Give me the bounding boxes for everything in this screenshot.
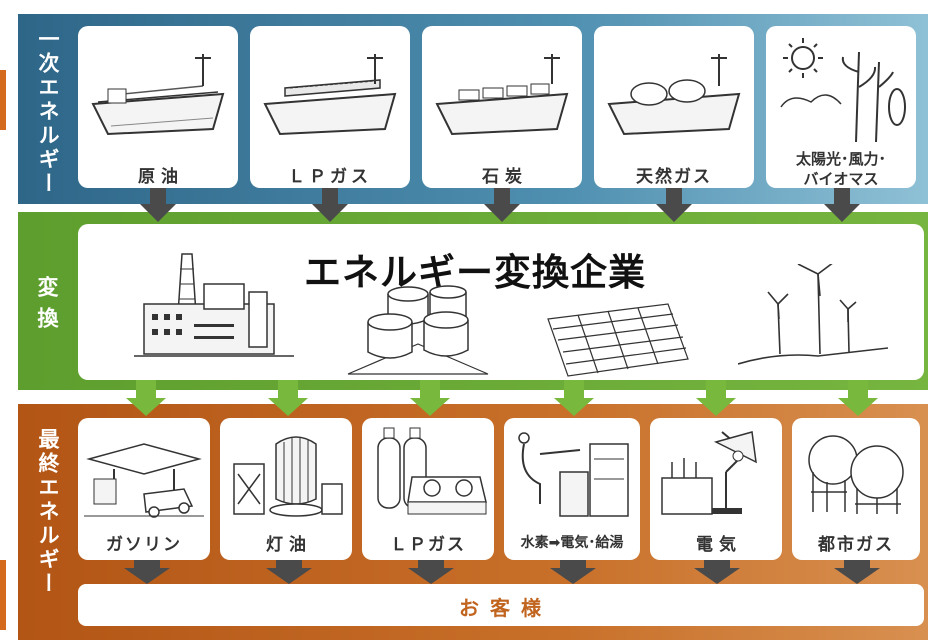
final-card-electricity: 電 気 bbox=[650, 418, 782, 560]
wind-turbine-icon bbox=[738, 264, 888, 365]
down-arrow bbox=[834, 560, 880, 584]
hydrogen-fuel-cell-icon bbox=[518, 432, 629, 517]
primary-label-renewables-line2: バイオマス bbox=[803, 170, 879, 188]
electricity-lamp-icon bbox=[661, 431, 757, 515]
crude-oil-tanker-icon bbox=[91, 54, 225, 136]
solar-panel-icon bbox=[547, 303, 689, 377]
final-label-city-gas: 都市ガス bbox=[818, 535, 894, 555]
final-label-gasoline: ガソリン bbox=[106, 535, 182, 555]
down-arrow bbox=[838, 380, 878, 416]
final-card-gasoline: ガソリン bbox=[78, 418, 210, 560]
down-arrow bbox=[410, 380, 450, 416]
final-card-kerosene: 灯 油 bbox=[220, 418, 352, 560]
coal-ship-icon bbox=[435, 54, 569, 136]
down-arrow bbox=[140, 188, 176, 222]
primary-label-coal: 石 炭 bbox=[482, 167, 522, 187]
down-arrow bbox=[696, 380, 736, 416]
down-arrow bbox=[694, 560, 740, 584]
lng-tanker-icon bbox=[607, 54, 741, 136]
primary-energy-label: 一次エネルギー bbox=[36, 28, 60, 196]
final-label-electricity: 電 気 bbox=[696, 535, 736, 555]
conversion-label: 変換 bbox=[35, 276, 59, 338]
primary-label-natural-gas: 天然ガス bbox=[636, 167, 712, 187]
final-card-city-gas: 都市ガス bbox=[792, 418, 920, 560]
final-label-kerosene: 灯 油 bbox=[266, 535, 306, 555]
edge-mark-top bbox=[0, 70, 6, 130]
final-card-lpg: ＬＰガス bbox=[362, 418, 494, 560]
renewables-icon bbox=[780, 38, 906, 142]
lpg-cylinder-stove-icon bbox=[377, 427, 487, 515]
storage-tank-icon bbox=[347, 285, 489, 375]
down-arrow bbox=[554, 380, 594, 416]
primary-card-renewables: 太陽光･風力･ バイオマス bbox=[766, 26, 916, 188]
down-arrow bbox=[312, 188, 348, 222]
conversion-title: エネルギー変換企業 bbox=[304, 251, 646, 294]
conversion-down-arrows bbox=[126, 380, 878, 416]
down-arrow bbox=[124, 560, 170, 584]
customer-bar: お 客 様 bbox=[78, 584, 924, 626]
final-label-lpg: ＬＰガス bbox=[390, 535, 466, 555]
gas-station-icon bbox=[84, 443, 204, 518]
gas-tank-icon bbox=[808, 435, 904, 514]
primary-card-lpg: ＬＰガス bbox=[250, 26, 410, 188]
down-arrow bbox=[408, 560, 454, 584]
down-arrow bbox=[268, 380, 308, 416]
primary-label-crude-oil: 原 油 bbox=[138, 167, 178, 187]
primary-label-lpg: ＬＰガス bbox=[288, 167, 372, 187]
primary-down-arrows bbox=[140, 188, 860, 222]
final-down-arrows bbox=[124, 560, 880, 584]
down-arrow bbox=[126, 380, 166, 416]
down-arrow bbox=[824, 188, 860, 222]
final-card-hydrogen: 水素➡電気･給湯 bbox=[504, 418, 640, 560]
final-label-hydrogen: 水素➡電気･給湯 bbox=[520, 535, 624, 551]
down-arrow bbox=[550, 560, 596, 584]
lpg-tanker-icon bbox=[263, 54, 397, 136]
conversion-card: エネルギー変換企業 bbox=[78, 224, 924, 380]
primary-card-coal: 石 炭 bbox=[422, 26, 582, 188]
down-arrow bbox=[266, 560, 312, 584]
power-plant-icon bbox=[134, 253, 294, 357]
kerosene-heater-icon bbox=[233, 436, 343, 517]
down-arrow bbox=[656, 188, 692, 222]
edge-mark-bottom bbox=[0, 560, 6, 630]
primary-card-natural-gas: 天然ガス bbox=[594, 26, 754, 188]
primary-card-crude-oil: 原 油 bbox=[78, 26, 238, 188]
final-energy-label: 最終エネルギー bbox=[36, 428, 60, 596]
primary-label-renewables-line1: 太陽光･風力･ bbox=[795, 150, 886, 168]
down-arrow bbox=[484, 188, 520, 222]
customer-label: お 客 様 bbox=[459, 596, 543, 620]
